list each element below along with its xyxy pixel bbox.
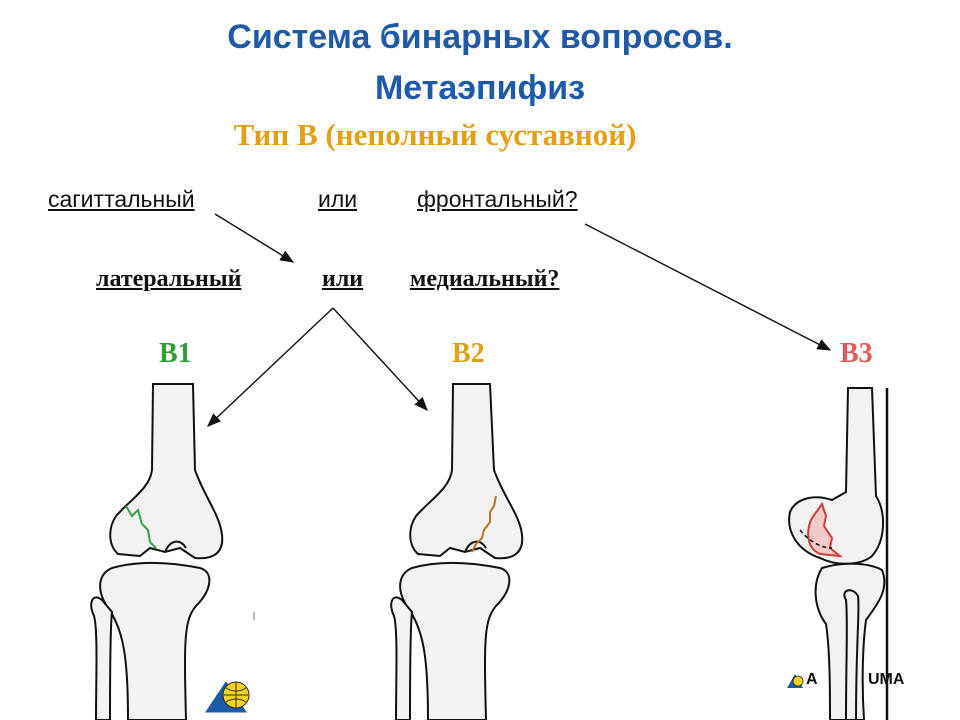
femur-b3 (788, 387, 885, 565)
question1-or: или (318, 186, 358, 212)
arrow-medial-to-b2 (332, 307, 428, 412)
label-b3: B3 (840, 338, 873, 369)
question2-left: латеральный (96, 266, 242, 292)
fibula-b3 (843, 589, 860, 720)
fracture-fragment-b3 (807, 501, 844, 558)
fracture-b2 (471, 495, 497, 553)
fibula-b1 (90, 596, 114, 720)
femur-b1 (109, 383, 224, 560)
title-line-1: Система бинарных вопросов. (227, 18, 733, 56)
title-line-2: Метаэпифиз (374, 69, 586, 107)
fracture-dash-b3 (799, 529, 833, 549)
subtitle: Тип В (неполный суставной) (233, 117, 637, 152)
label-b1: B1 (159, 338, 192, 369)
condyle-notch-b2 (464, 540, 487, 553)
logo-text-right: UMA (868, 671, 905, 688)
knee-b2-illustration (390, 383, 524, 720)
fibula-b2 (390, 596, 414, 720)
ao-logo-icon (205, 681, 250, 713)
tibia-b1 (99, 561, 211, 720)
arrow-sagittal-to-lateral (214, 213, 295, 263)
question1-right: фронтальный? (417, 186, 578, 212)
fracture-b1 (125, 505, 157, 549)
arrows (206, 213, 832, 427)
tibia-b2 (399, 561, 511, 720)
question2-right: медиальный? (410, 266, 560, 292)
knee-b3-illustration (788, 387, 889, 720)
femur-b2 (409, 383, 524, 560)
ao-trauma-logo-icon (787, 674, 804, 688)
condyle-notch-b1 (164, 540, 187, 553)
arrow-frontal-to-b3 (584, 223, 832, 351)
arrow-lateral-to-b1 (206, 307, 334, 427)
logo-text-left: A (806, 671, 818, 688)
knee-b1-illustration (90, 383, 224, 720)
question1-left: сагиттальный (48, 186, 195, 212)
label-b2: B2 (452, 338, 485, 369)
question2-or: или (322, 266, 364, 292)
